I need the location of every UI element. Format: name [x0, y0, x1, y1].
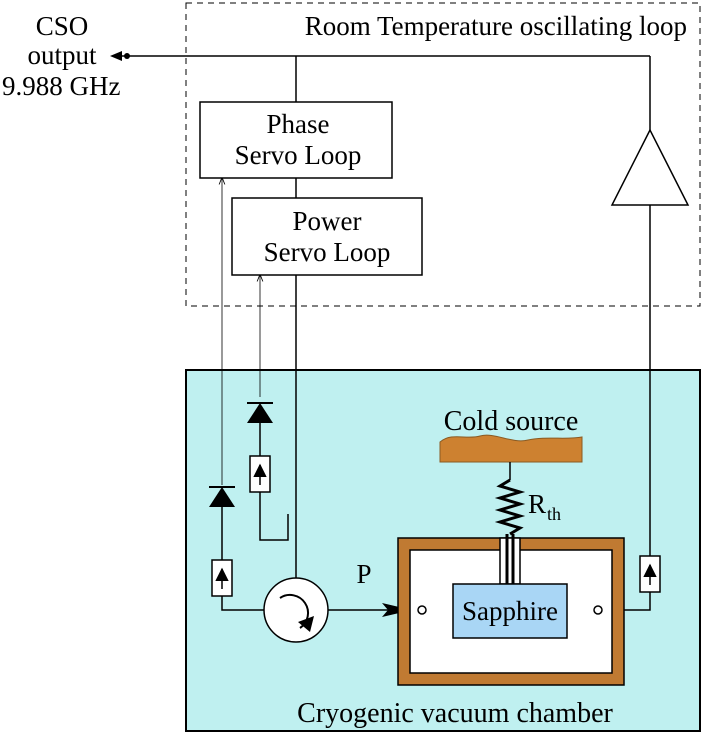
- power-servo-loop-line1: Power: [293, 206, 362, 236]
- phase-servo-loop-line1: Phase: [267, 109, 330, 139]
- phase-detector-diode: [209, 487, 235, 507]
- circulator-direction-arrowhead: [298, 616, 314, 632]
- cryogenic-chamber-label: Cryogenic vacuum chamber: [297, 698, 613, 729]
- cold-source-label: Cold source: [444, 406, 579, 437]
- thermal-resistance-spring: [494, 478, 526, 536]
- thermal-resistance-subscript: th: [547, 504, 561, 524]
- cso-output-label-line1: CSO: [36, 11, 89, 41]
- circulator: [263, 577, 329, 643]
- power-detector-diode: [247, 403, 273, 423]
- power-signal-label: P: [356, 559, 371, 589]
- output-coupling-probe: [593, 605, 603, 615]
- power-signal-arrowhead: [382, 603, 412, 617]
- cso-output-frequency: 9.988 GHz: [2, 71, 120, 101]
- cold-source: [439, 434, 583, 463]
- input-coupling-probe: [417, 605, 427, 615]
- phase-servo-loop-line2: Servo Loop: [235, 140, 362, 170]
- left-isolator-to-circulator-wire: [221, 596, 264, 611]
- room-temperature-title: Room Temperature oscillating loop: [305, 11, 687, 41]
- sapphire-resonator: [452, 583, 568, 639]
- sapphire-support-post: [499, 537, 521, 585]
- output-arrowhead: [110, 51, 122, 61]
- sapphire-label: Sapphire: [462, 596, 558, 626]
- room-temperature-region: [185, 2, 701, 307]
- thermal-resistance-symbol: R: [528, 489, 546, 519]
- power-isolator-to-coupler-wire: [259, 492, 289, 541]
- power-servo-loop-block: [231, 197, 423, 276]
- power-servo-loop-line2: Servo Loop: [264, 237, 391, 267]
- output-node: [124, 53, 130, 59]
- cso-output-label-line2: output: [27, 40, 97, 70]
- amplifier-triangle: [610, 128, 690, 206]
